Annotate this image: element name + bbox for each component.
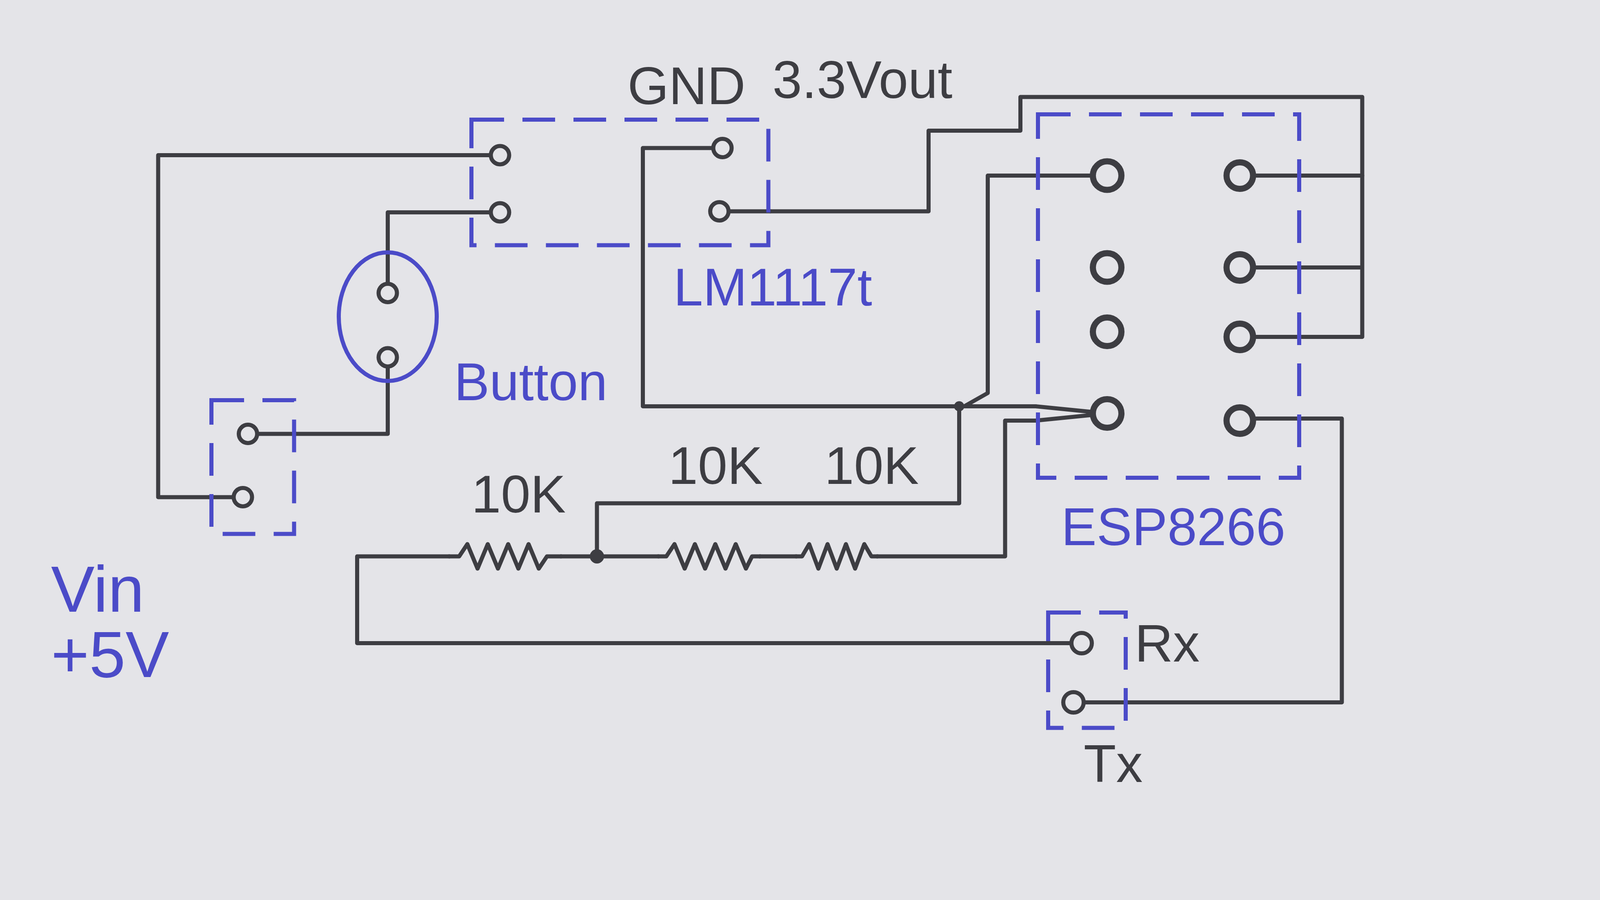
- dashed-outline: [1037, 114, 1300, 478]
- wire: [158, 155, 470, 498]
- part-label: ESP8266: [1061, 500, 1286, 554]
- pin: [491, 203, 510, 222]
- outline: [1035, 112, 1302, 480]
- pin-lead: [1035, 175, 1363, 421]
- resistor-value: 10K: [824, 438, 919, 492]
- outline: [209, 397, 297, 536]
- outline: [336, 250, 439, 383]
- header-pin: [1093, 161, 1122, 190]
- pin: [238, 424, 258, 443]
- junction-dot: [954, 401, 965, 412]
- junction-dot: [589, 548, 605, 564]
- resistor-value: 10K: [471, 467, 566, 521]
- dashed-outline: [1048, 612, 1126, 728]
- resistor-symbol: [795, 544, 878, 569]
- header-pin: [1093, 317, 1122, 347]
- outline: [469, 117, 771, 248]
- dashed-outline: [471, 119, 769, 246]
- power-connector: Vin +5V: [209, 397, 297, 536]
- wire: [295, 382, 388, 434]
- header-pin: [1093, 399, 1122, 428]
- outline: [1046, 610, 1128, 730]
- header-pin: [1093, 253, 1122, 282]
- wire: [597, 406, 960, 557]
- wire: [387, 212, 470, 251]
- pin: [1063, 691, 1084, 713]
- signal-label: Tx: [1083, 736, 1143, 790]
- pin: [491, 146, 510, 165]
- module-box: ESP8266: [1035, 112, 1302, 480]
- resistor-symbol: [448, 544, 562, 569]
- serial-connector: RxTx: [1046, 610, 1128, 730]
- pin: [710, 202, 729, 221]
- header-pin: [1226, 323, 1254, 351]
- wire: [1127, 418, 1343, 703]
- resistor-symbol: [658, 544, 761, 569]
- resistor-value: 10K: [668, 438, 763, 492]
- wire: [642, 246, 1036, 407]
- header-pin: [1226, 162, 1254, 189]
- pin-lead: [469, 148, 771, 247]
- pin: [233, 487, 253, 507]
- button-outline: [338, 252, 437, 381]
- power-label: Vin +5V: [51, 556, 169, 687]
- wire: [357, 420, 1047, 643]
- pin: [713, 138, 732, 158]
- signal-label: Rx: [1134, 616, 1200, 670]
- pin: [378, 348, 398, 367]
- pin-label: GND: [627, 59, 746, 113]
- header-pin: [1226, 407, 1254, 434]
- push-button: Button: [336, 250, 439, 383]
- pin: [378, 283, 398, 303]
- part-label: Button: [454, 355, 608, 409]
- pin: [1071, 632, 1092, 654]
- part-label: LM1117t: [673, 260, 873, 314]
- regulator-box: LM1117t: [469, 117, 771, 248]
- pin-label: 3.3Vout: [772, 53, 953, 107]
- header-pin: [1226, 254, 1254, 281]
- dashed-outline: [211, 400, 295, 534]
